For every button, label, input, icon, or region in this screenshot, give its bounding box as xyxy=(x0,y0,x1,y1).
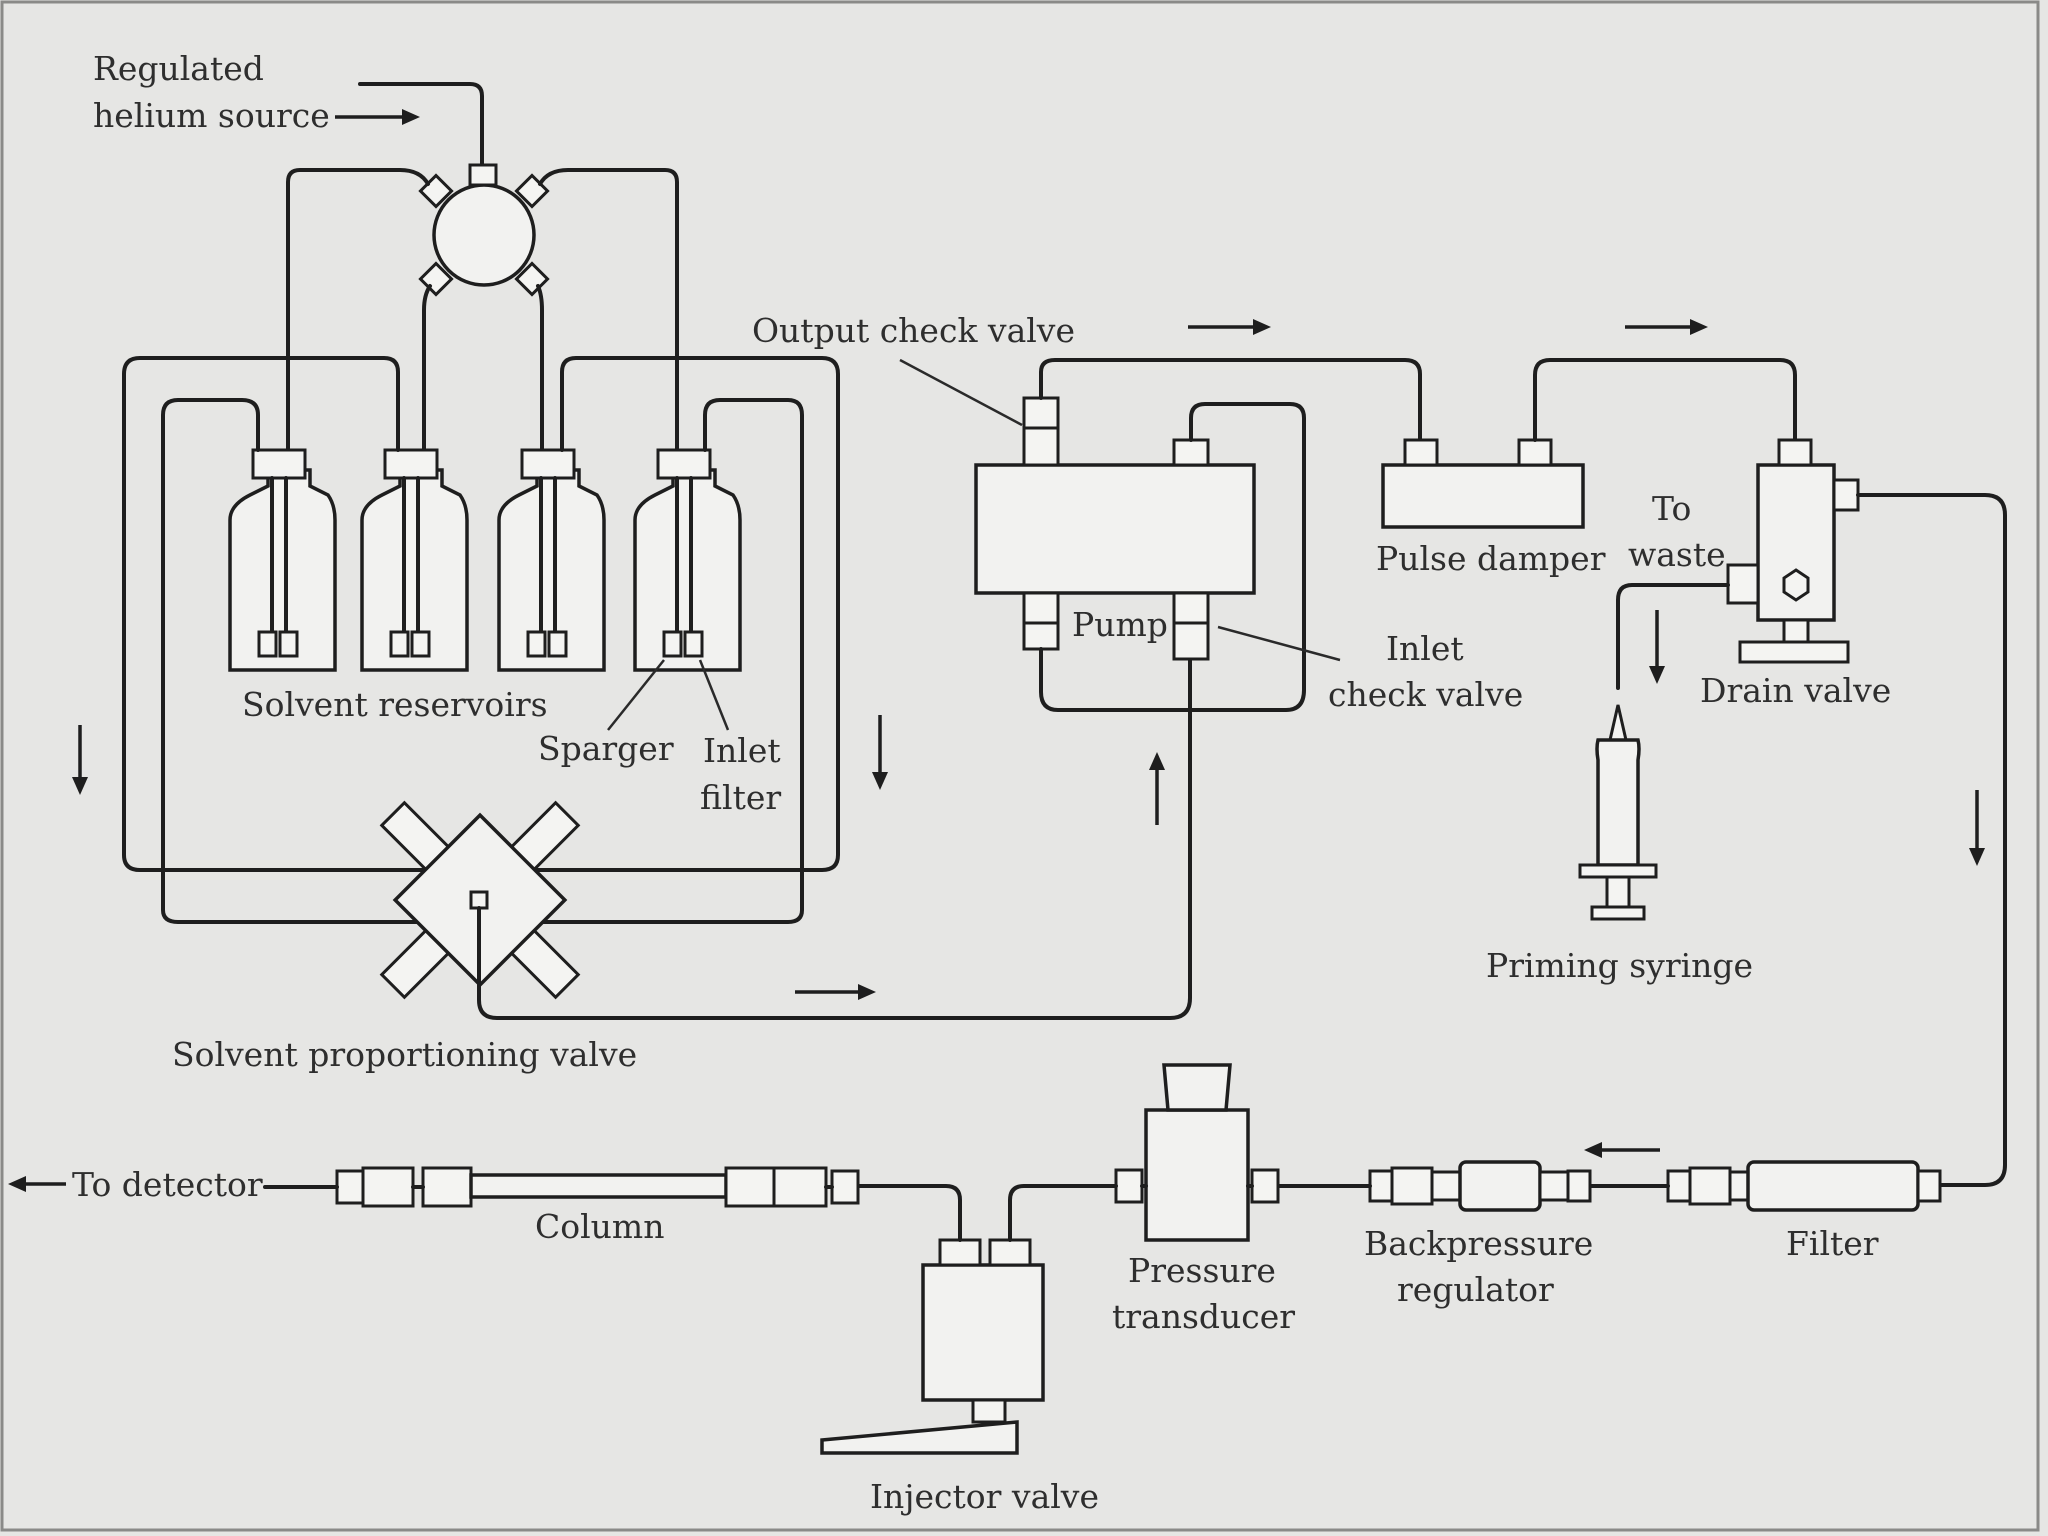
flow-arrow-top-1 xyxy=(1188,319,1271,335)
solvent-proportioning-valve xyxy=(379,658,1192,1020)
inlet-check-valve-pointer xyxy=(1217,625,1341,662)
labels: Regulated helium source Solvent reservoi… xyxy=(72,49,1891,1516)
backpressure-regulator xyxy=(1274,1160,1592,1212)
drain-valve xyxy=(1616,438,2007,1187)
sparger-label: Sparger xyxy=(538,729,674,768)
backpressure-regulator-label-2: regulator xyxy=(1397,1270,1554,1309)
pump-label: Pump xyxy=(1072,605,1168,644)
to-waste-label-2: waste xyxy=(1628,535,1726,574)
helium-arrow xyxy=(335,109,420,125)
inlet-check-valve-label-2: check valve xyxy=(1328,675,1523,714)
inlet-check-valve-label-1: Inlet xyxy=(1386,629,1464,668)
inlet-check-valve xyxy=(1172,591,1210,625)
filter xyxy=(1588,1160,1942,1212)
backpressure-regulator-label-1: Backpressure xyxy=(1364,1224,1593,1263)
inlet-filter-label-2: filter xyxy=(700,778,781,817)
helium-source-label-1: Regulated xyxy=(93,49,264,88)
sparger-pointer xyxy=(607,659,665,731)
flow-arrow-up xyxy=(1149,752,1165,825)
reservoir-bottle-4 xyxy=(633,448,742,672)
injector-valve-label: Injector valve xyxy=(870,1477,1099,1516)
to-detector-label: To detector xyxy=(72,1165,263,1204)
solvent-down-arrows xyxy=(72,715,888,795)
filter-label: Filter xyxy=(1786,1224,1879,1263)
helium-source-label-2: helium source xyxy=(93,96,330,135)
inlet-filter-pointer xyxy=(698,659,730,731)
flow-arrow-right-down xyxy=(1969,790,1985,866)
reservoir-bottle-3 xyxy=(497,448,606,672)
solvent-reservoir-bottles xyxy=(228,448,742,672)
solvent-proportioning-valve-label: Solvent proportioning valve xyxy=(172,1035,637,1074)
column xyxy=(263,1166,860,1208)
pump xyxy=(974,358,1422,712)
output-check-valve-label: Output check valve xyxy=(752,311,1075,350)
pressure-transducer-label-2: transducer xyxy=(1112,1297,1295,1336)
flow-arrow-to-pump xyxy=(795,984,876,1000)
pulse-damper xyxy=(1381,358,1797,529)
solvent-reservoirs-label: Solvent reservoirs xyxy=(242,685,548,724)
pressure-transducer-label-1: Pressure xyxy=(1128,1251,1276,1290)
drain-valve-label: Drain valve xyxy=(1700,671,1891,710)
flow-arrow-bottom xyxy=(1584,1142,1660,1158)
inlet-filter-label-1: Inlet xyxy=(703,731,781,770)
priming-syringe-label: Priming syringe xyxy=(1486,946,1753,985)
helium-manifold xyxy=(286,82,679,457)
column-label: Column xyxy=(535,1207,664,1246)
reservoir-bottle-2 xyxy=(360,448,469,672)
output-check-valve-pointer xyxy=(899,358,1023,427)
injector-valve xyxy=(820,1184,1118,1455)
pressure-transducer xyxy=(1114,1063,1280,1242)
solvent-lines xyxy=(122,356,840,924)
output-check-valve xyxy=(1022,396,1060,430)
priming-syringe xyxy=(1578,704,1658,921)
flow-arrow-top-2 xyxy=(1625,319,1708,335)
reservoir-bottle-1 xyxy=(228,448,337,672)
to-detector-arrow xyxy=(8,1176,66,1192)
to-waste-arrow xyxy=(1649,610,1665,684)
to-waste-label-1: To xyxy=(1652,489,1691,528)
pulse-damper-label: Pulse damper xyxy=(1376,539,1606,578)
